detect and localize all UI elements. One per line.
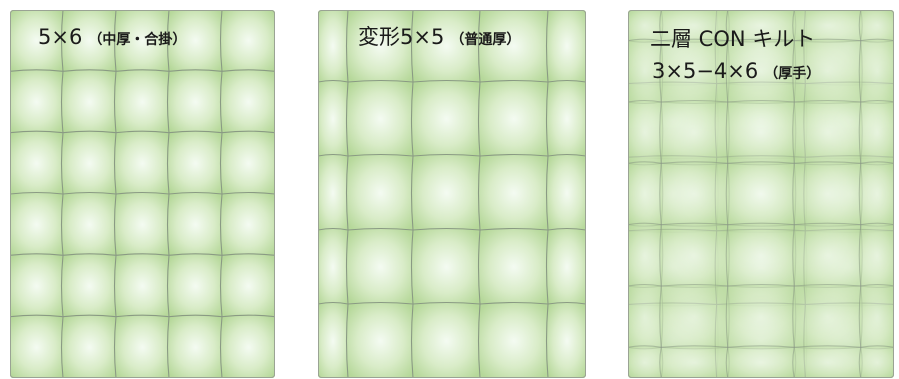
quilt-two-layer-con-title-line1: 二層 CON キルト: [650, 29, 815, 50]
quilt-5x6-cell-r4-c3: [166, 253, 225, 319]
quilt-variant-5x5-cell-r1-c4: [545, 79, 586, 159]
quilt-5x6-cell-r4-c1: [60, 253, 119, 319]
quilt-variant-5x5-cell-r2-c2: [410, 153, 483, 233]
quilt-5x6-cell-r1-c4: [219, 69, 275, 135]
quilt-two-layer-upper-cell-r6-c3: [792, 345, 863, 378]
quilt-5x6-cell-r5-c0: [10, 314, 66, 378]
quilt-5x6-cell-r2-c3: [166, 130, 225, 197]
quilt-5x6-cell-r5-c1: [60, 314, 119, 378]
quilt-two-layer-upper-cell-r2-c2: [725, 99, 797, 166]
quilt-variant-5x5-cell-r2-c4: [545, 153, 586, 233]
quilt-5x6-border: [10, 10, 275, 378]
quilt-two-layer-upper-cell-r4-c4: [858, 222, 894, 289]
quilt-5x6-cell-r2-c1: [60, 130, 119, 197]
quilt-5x6-cell-r2-c4: [219, 130, 275, 197]
quilt-5x6-cell-r5-c3: [166, 314, 225, 378]
quilt-two-layer-upper-cell-r4-c3: [792, 222, 863, 289]
quilt-5x6-label: 5×6 （中厚・合掛）: [38, 27, 186, 48]
quilt-variant-5x5-cell-r1-c1: [345, 79, 416, 159]
quilt-variant-5x5-border: [318, 10, 586, 378]
quilt-two-layer-con-spec: 3×5−4×6: [652, 59, 759, 83]
quilt-variant-5x5-title: 変形5×5: [358, 25, 445, 49]
quilt-variant-5x5-cell-r4-c1: [345, 301, 416, 378]
quilt-two-layer-upper-cell-r4-c0: [628, 222, 664, 289]
quilt-variant-5x5-cell-r1-c2: [410, 79, 483, 159]
quilt-5x6-cell-r1-c0: [10, 69, 66, 135]
quilt-5x6: [10, 10, 275, 378]
quilt-two-layer-upper-cell-r6-c2: [725, 345, 797, 378]
quilt-5x6-cell-r4-c0: [10, 253, 66, 319]
quilt-two-layer-upper-cell-r3-c4: [858, 161, 894, 227]
quilt-5x6-cell-r1-c1: [60, 69, 119, 135]
quilt-variant-5x5-cell-r3-c2: [410, 227, 483, 307]
quilt-5x6-cell-r4-c4: [219, 253, 275, 319]
quilt-5x6-cell-r5-c4: [219, 314, 275, 378]
quilt-5x6-title: 5×6: [38, 25, 83, 49]
quilt-two-layer-con-grid: [628, 10, 894, 378]
quilt-5x6-cell-r0-c4: [219, 10, 275, 74]
quilt-two-layer-upper-cell-r6-c1: [659, 345, 730, 378]
quilt-two-layer-upper-cell-r5-c3: [792, 283, 863, 350]
quilt-variant-5x5-note: （普通厚）: [450, 32, 521, 48]
quilt-variant-5x5: [318, 10, 586, 378]
quilt-two-layer-upper-cell-r4-c2: [725, 222, 797, 289]
quilt-5x6-cell-r2-c0: [10, 130, 66, 197]
quilt-two-layer-upper-cell-r2-c1: [659, 99, 730, 166]
quilt-two-layer-upper-cell-r5-c0: [628, 283, 664, 350]
quilt-5x6-note: （中厚・合掛）: [88, 32, 187, 48]
quilt-5x6-cell-r3-c3: [166, 191, 225, 258]
quilt-variant-5x5-grid: [318, 10, 586, 378]
quilt-two-layer-con-title-line2: 3×5−4×6 （厚手）: [652, 61, 820, 82]
quilt-variant-5x5-cell-r0-c0: [318, 10, 351, 85]
quilt-variant-5x5-cell-r2-c0: [318, 153, 351, 233]
quilt-two-layer-upper-cell-r4-c1: [659, 222, 730, 289]
quilt-variant-5x5-cell-r4-c3: [477, 301, 551, 378]
quilt-two-layer-upper-cell-r5-c2: [725, 283, 797, 350]
quilt-variant-5x5-cell-r0-c4: [545, 10, 586, 85]
quilt-two-layer-upper-cell-r3-c0: [628, 161, 664, 227]
quilt-two-layer-upper-cell-r2-c4: [858, 99, 894, 166]
quilt-5x6-cell-r5-c2: [113, 314, 172, 378]
quilt-two-layer-upper-cell-r1-c4: [858, 38, 894, 105]
quilt-two-layer-con-note: （厚手）: [764, 66, 821, 82]
quilt-two-layer-upper-cell-r3-c3: [792, 161, 863, 227]
quilt-two-layer-con: [628, 10, 894, 378]
quilt-5x6-cell-r3-c2: [113, 191, 172, 258]
quilt-two-layer-upper-cell-r0-c4: [858, 10, 894, 43]
quilt-5x6-cell-r1-c2: [113, 69, 172, 135]
quilt-variant-5x5-cell-r2-c1: [345, 153, 416, 233]
quilt-variant-5x5-cell-r3-c0: [318, 227, 351, 307]
quilt-variant-5x5-cell-r3-c4: [545, 227, 586, 307]
quilt-5x6-cell-r1-c3: [166, 69, 225, 135]
quilt-variant-5x5-cell-r2-c3: [477, 153, 551, 233]
quilt-two-layer-upper-cell-r2-c0: [628, 99, 664, 166]
quilt-variant-5x5-cell-r1-c0: [318, 79, 351, 159]
quilt-5x6-grid: [10, 10, 275, 378]
quilt-5x6-cell-r2-c2: [113, 130, 172, 197]
quilt-variant-5x5-cell-r4-c2: [410, 301, 483, 378]
quilt-two-layer-upper-cell-r2-c3: [792, 99, 863, 166]
quilt-variant-5x5-cell-r4-c4: [545, 301, 586, 378]
quilt-5x6-cell-r3-c4: [219, 191, 275, 258]
quilt-5x6-cell-r3-c0: [10, 191, 66, 258]
quilt-two-layer-upper-cell-r3-c2: [725, 161, 797, 227]
quilt-two-layer-upper-cell-r6-c0: [628, 345, 664, 378]
quilt-variant-5x5-label: 変形5×5 （普通厚）: [358, 27, 520, 48]
quilt-variant-5x5-cell-r3-c1: [345, 227, 416, 307]
quilt-two-layer-con-title: 二層 CON キルト: [650, 27, 816, 51]
quilt-two-layer-upper-cell-r3-c1: [659, 161, 730, 227]
quilt-variant-5x5-cell-r1-c3: [477, 79, 551, 159]
quilt-two-layer-upper-cell-r5-c1: [659, 283, 730, 350]
quilt-5x6-cell-r3-c1: [60, 191, 119, 258]
quilt-two-layer-upper-cell-r6-c4: [858, 345, 894, 378]
quilt-variant-5x5-cell-r4-c0: [318, 301, 351, 378]
quilt-variant-5x5-cell-r3-c3: [477, 227, 551, 307]
quilt-5x6-cell-r4-c2: [113, 253, 172, 319]
quilt-two-layer-upper-cell-r5-c4: [858, 283, 894, 350]
quilt-two-layer-con-border: [628, 10, 894, 378]
